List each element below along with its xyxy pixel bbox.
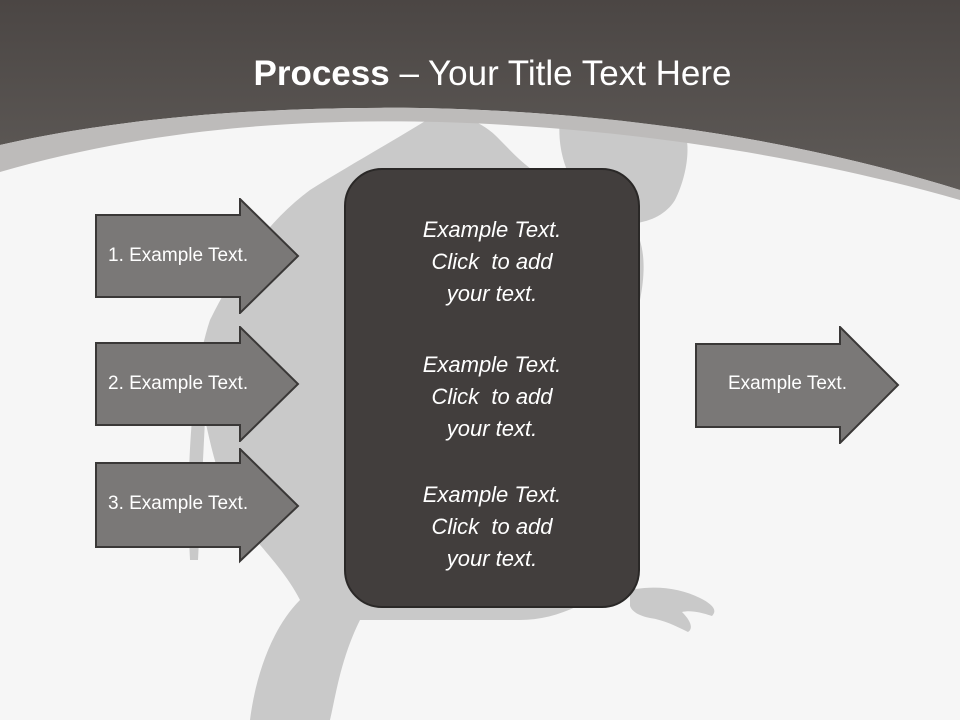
arrow-label-output: Example Text. — [728, 373, 847, 394]
center-text-block-1: Example Text. Click to add your text. — [422, 217, 562, 306]
arrow-shape-output[interactable]: Example Text. — [695, 326, 900, 444]
title-bold: Process — [253, 54, 390, 93]
arrow-shape-3[interactable]: 3. Example Text. — [95, 448, 300, 564]
header-band — [0, 0, 960, 190]
header-swoosh — [0, 107, 960, 200]
arrow-right-icon — [695, 326, 900, 444]
slide-title[interactable]: Process – Your Title Text Here — [0, 52, 960, 96]
arrow-label-2: 2. Example Text. — [108, 373, 249, 394]
arrow-right-icon — [95, 448, 300, 564]
arrow-shape-2[interactable]: 2. Example Text. — [95, 326, 300, 442]
arrow-right-icon — [95, 198, 300, 314]
arrow-label-1: 1. Example Text. — [108, 245, 249, 266]
center-text-box[interactable]: Example Text. Click to add your text. Ex… — [344, 168, 640, 608]
center-text-block-2: Example Text. Click to add your text. — [422, 352, 562, 441]
center-text-block-3: Example Text. Click to add your text. — [422, 482, 562, 571]
title-rest: – Your Title Text Here — [389, 54, 732, 93]
arrow-label-3: 3. Example Text. — [108, 493, 249, 514]
arrow-right-icon — [95, 326, 300, 442]
arrow-shape-1[interactable]: 1. Example Text. — [95, 198, 300, 314]
